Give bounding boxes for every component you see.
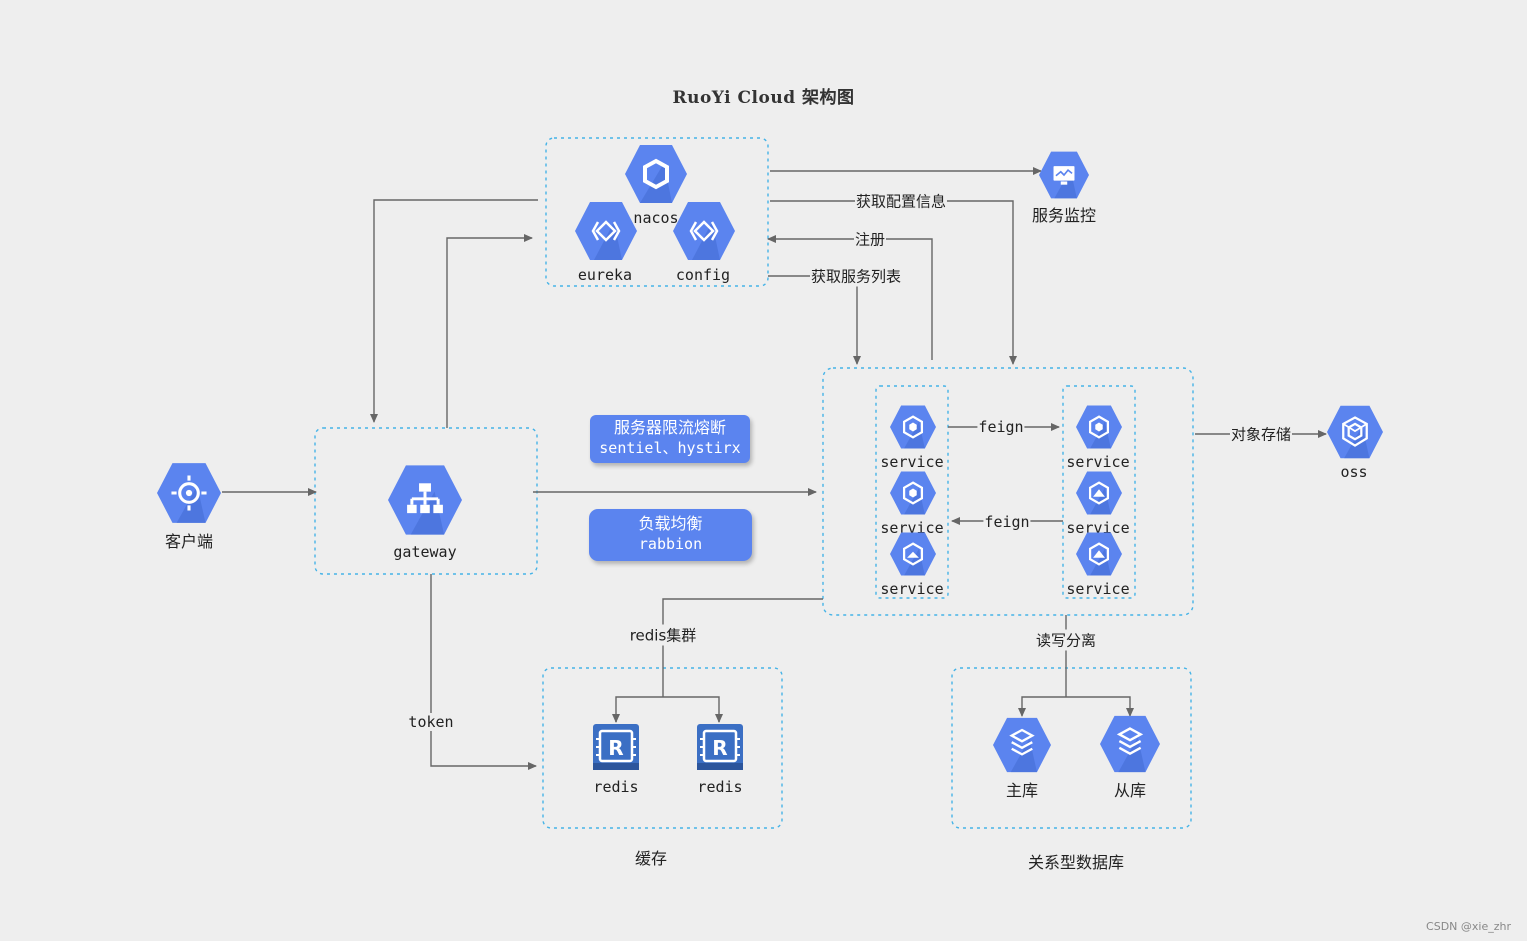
cache-group-label: 缓存 [634,849,668,868]
service-label: service [1066,519,1130,537]
token-label: token [407,713,455,731]
read-write-split-label: 读写分离 [1034,629,1098,651]
service-label: service [880,580,944,598]
register-line [767,235,933,360]
redis-icon[interactable]: R [696,723,744,771]
svg-text:R: R [712,736,727,760]
watermark: CSDN @xie_zhr [1426,920,1511,933]
gateway-icon[interactable] [386,463,464,537]
nacos-icon[interactable] [624,143,688,205]
services-group [822,367,1194,616]
service-label: service [1066,580,1130,598]
service-label: service [1066,453,1130,471]
services-to-redis-cluster [662,598,823,697]
get-service-list-line [768,275,861,365]
redis-label: redis [593,778,639,796]
service-icon[interactable] [889,531,937,577]
db-branch [1021,696,1131,714]
service-icon[interactable] [1075,470,1123,516]
svg-text:R: R [608,736,623,760]
master-db-label: 主库 [1005,781,1039,800]
get-config-line [770,200,1017,365]
client-icon[interactable] [154,461,224,525]
object-storage-label: 对象存储 [1229,423,1293,445]
service-icon[interactable] [889,404,937,450]
monitor-icon[interactable] [1038,150,1090,200]
diagram-title: RuoYi Cloud 架构图 [672,88,855,108]
get-config-label: 获取配置信息 [854,190,948,212]
redis-icon[interactable]: R [592,723,640,771]
eureka-label: eureka [577,266,633,284]
rate-limit-title: 服务器限流熔断 [613,418,726,437]
eureka-icon[interactable] [574,200,638,262]
feign-backward-label: feign [983,513,1031,531]
load-balance-title: 负载均衡 [638,514,703,533]
rate-limit-subtitle: sentiel、hystirx [599,439,741,457]
gateway-label: gateway [393,543,457,561]
monitor-label: 服务监控 [1031,206,1097,225]
client-label: 客户端 [164,532,214,551]
master-db-icon[interactable] [992,716,1052,774]
service-icon[interactable] [889,470,937,516]
nacos-label: nacos [633,209,679,227]
service-label: service [880,453,944,471]
rate-limit-badge[interactable]: 服务器限流熔断 sentiel、hystirx [590,415,750,463]
config-label: config [675,266,731,284]
feign-forward-label: feign [977,418,1025,436]
registry-to-gateway [370,199,538,423]
slave-db-label: 从库 [1113,781,1147,800]
get-service-list-label: 获取服务列表 [809,265,903,287]
config-icon[interactable] [672,200,736,262]
gateway-to-registry [446,234,533,428]
oss-label: oss [1340,463,1368,481]
register-label: 注册 [853,228,887,250]
service-icon[interactable] [1075,531,1123,577]
redis-label: redis [697,778,743,796]
load-balance-subtitle: rabbion [638,535,703,553]
gateway-token-to-cache [430,574,537,770]
oss-icon[interactable] [1326,404,1384,460]
relational-db-group-label: 关系型数据库 [1027,853,1125,872]
redis-cluster-label: redis集群 [628,624,698,646]
service-label: service [880,519,944,537]
gateway-group [314,427,538,575]
slave-db-icon[interactable] [1099,714,1161,774]
load-balance-badge[interactable]: 负载均衡 rabbion [589,509,752,561]
redis-cluster-branch [615,696,720,722]
service-icon[interactable] [1075,404,1123,450]
